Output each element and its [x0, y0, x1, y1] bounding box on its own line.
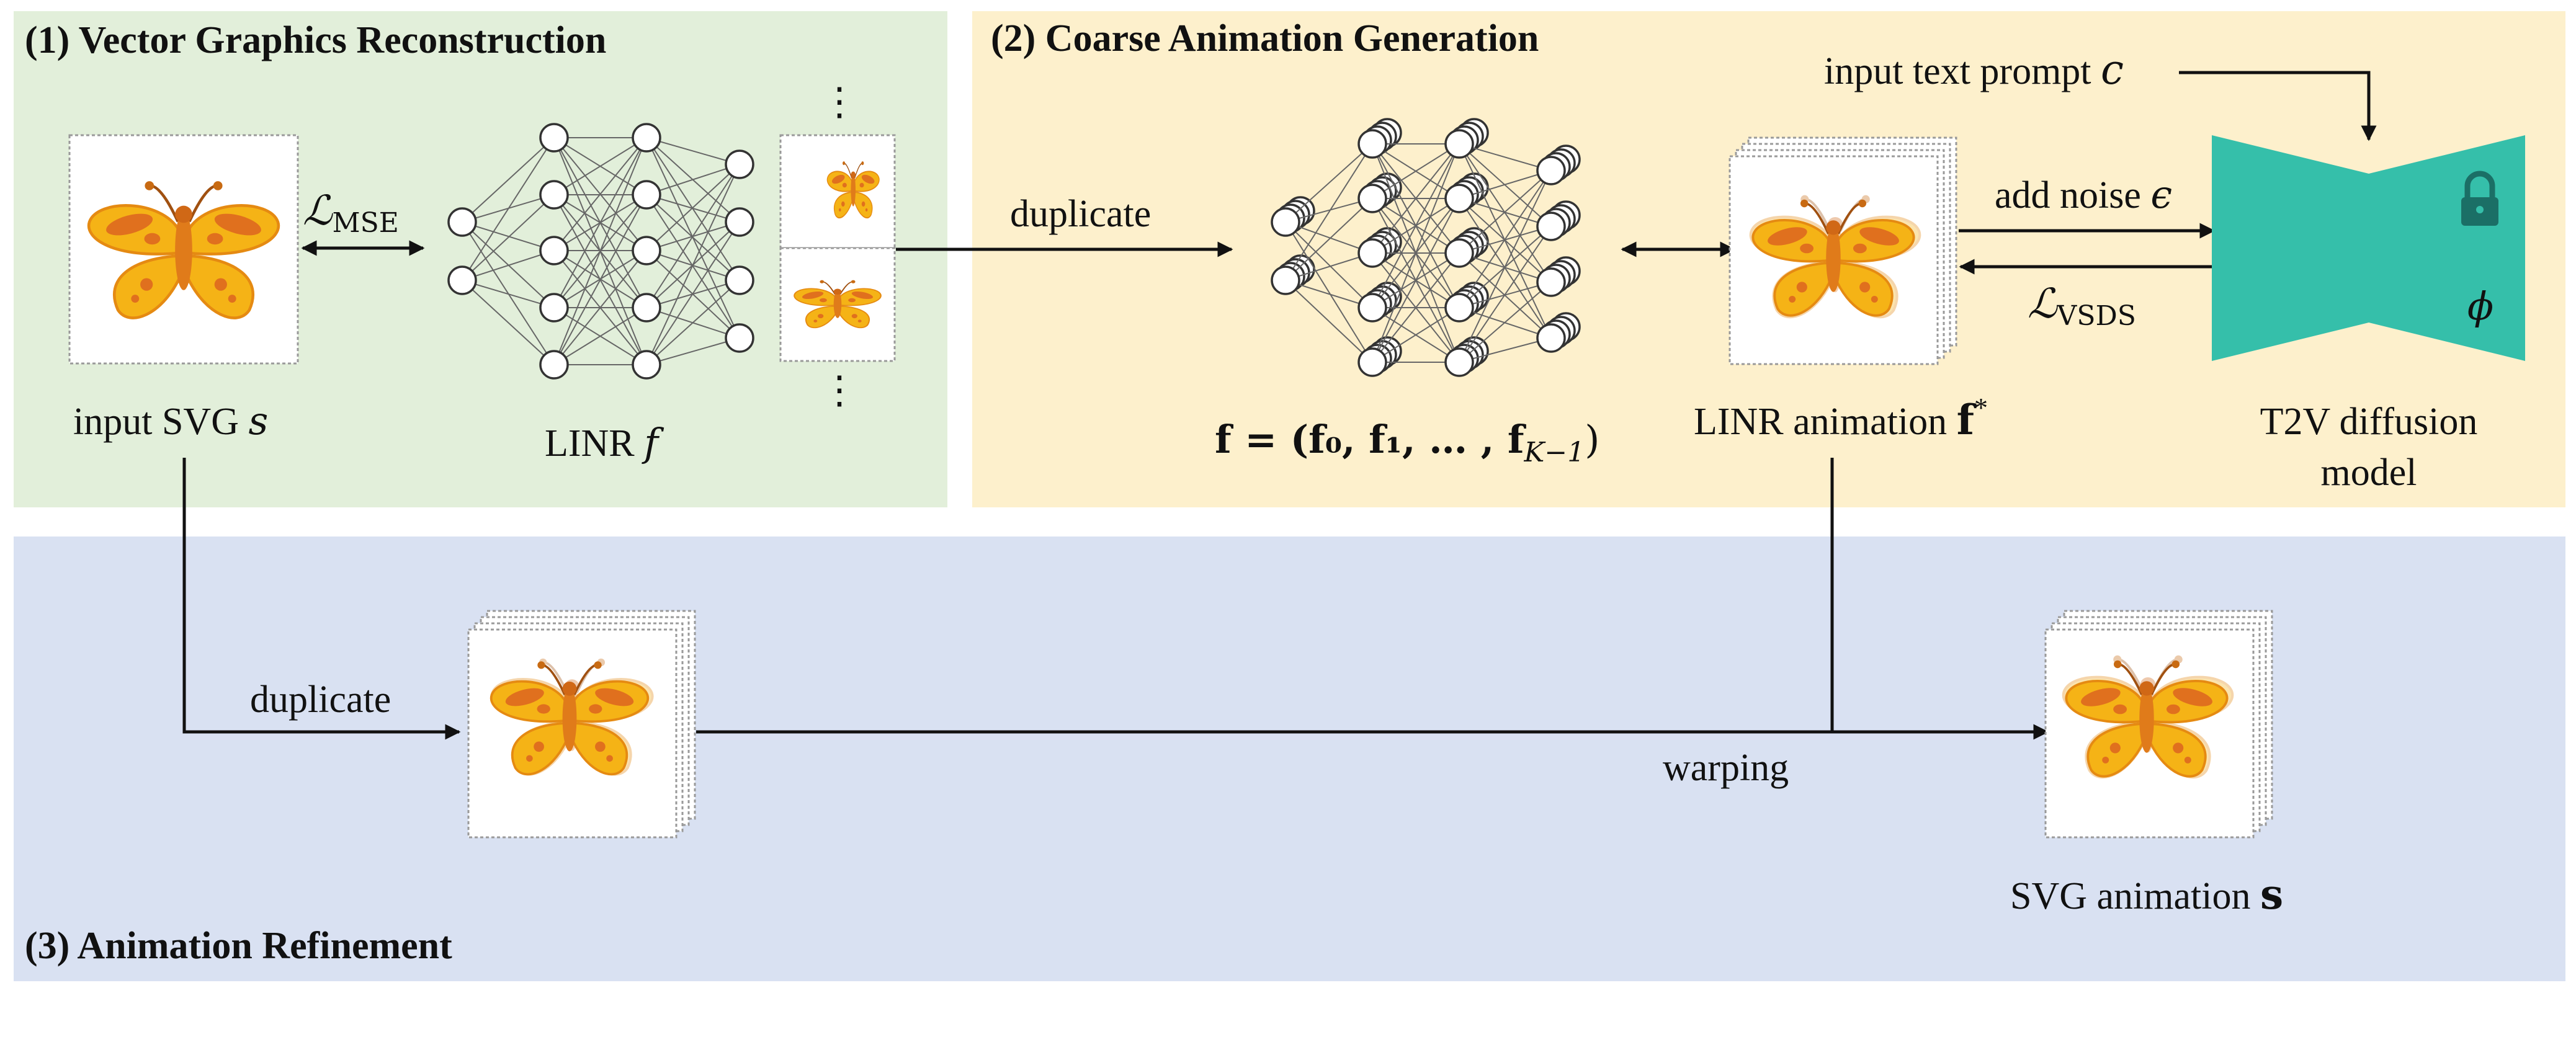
text-prompt-label: input text prompt c — [1824, 46, 2124, 94]
duplicate-label-stage2: duplicate — [1010, 193, 1151, 235]
warping-label: warping — [1663, 747, 1789, 789]
network-set-formula: f = (f₀, f₁, … , fK−1) — [1215, 417, 1599, 468]
input-svg-label: input SVG s — [73, 398, 268, 443]
linr-network — [447, 123, 754, 380]
stage2-title: (2) Coarse Animation Generation — [991, 17, 1539, 60]
linr-animation-stack — [1729, 136, 1957, 365]
t2v-diffusion-model: ϕ — [2212, 135, 2525, 361]
input-svg-thumbnail — [68, 134, 299, 365]
lock-icon — [2461, 171, 2498, 226]
svg-animation-stack — [2044, 610, 2273, 839]
text-prompt-arrow — [2179, 71, 2377, 141]
frames-ellipsis-bottom: ⋮ — [820, 367, 859, 412]
vsds-loss-label: ℒVSDS — [2028, 280, 2136, 332]
frames-ellipsis-top: ⋮ — [820, 79, 859, 124]
linr-label: LINR f — [545, 420, 664, 465]
duplicated-svg-stack — [467, 610, 696, 839]
model-label-line2: model — [2321, 452, 2417, 494]
linr-network-set — [1271, 118, 1581, 377]
stage3-title: (3) Animation Refinement — [25, 925, 452, 967]
mse-loss-label: ℒMSE — [303, 187, 399, 239]
duplicate-label-stage3: duplicate — [250, 679, 391, 721]
model-label-line1: T2V diffusion — [2260, 401, 2478, 443]
linr-animation-label: LINR animation f* — [1694, 393, 1988, 444]
stage1-title: (1) Vector Graphics Reconstruction — [25, 19, 606, 61]
rendered-frames-stack — [779, 134, 896, 362]
model-param-symbol: ϕ — [2467, 283, 2493, 329]
add-noise-label: add noise ϵ — [1995, 172, 2172, 217]
svg-animation-label: SVG animation s — [2010, 870, 2283, 919]
duplicate-arrow-stage3 — [182, 458, 461, 740]
